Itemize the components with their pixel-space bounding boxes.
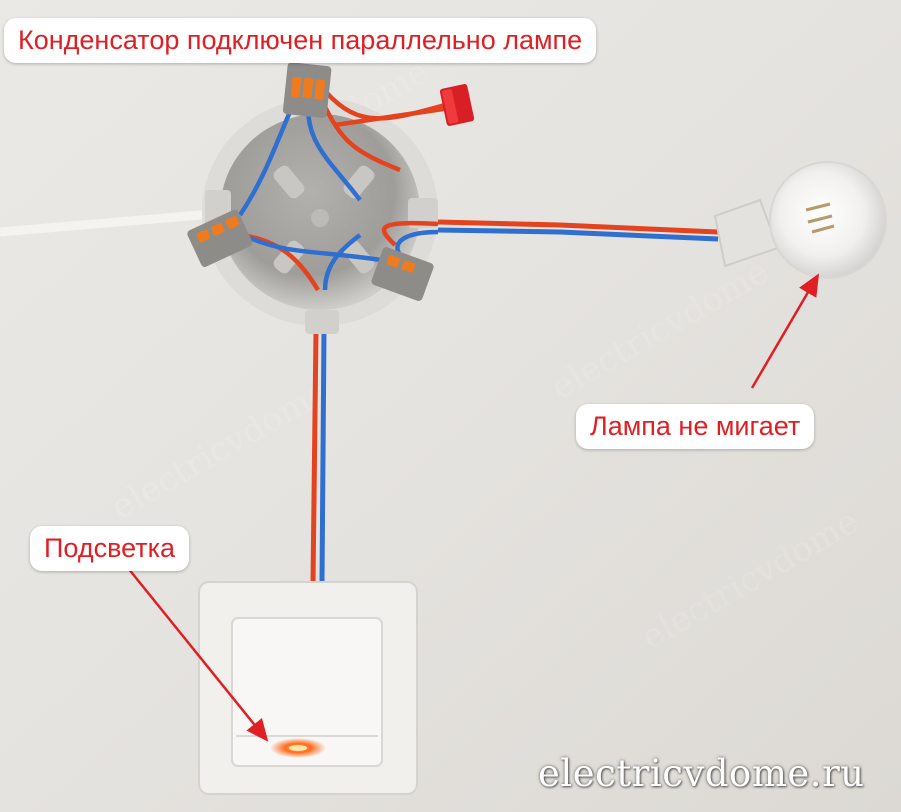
cable-left: [0, 209, 213, 237]
light-switch: [198, 581, 418, 795]
capacitor-annotation: Конденсатор подключен параллельно лампе: [4, 18, 597, 63]
capacitor: [439, 84, 475, 126]
wago-connectors: [187, 62, 434, 301]
arrow-to-backlight: [127, 567, 269, 742]
arrow-to-lamp: [750, 273, 820, 389]
wires-to-lamp: [437, 219, 719, 242]
box-internal-wires: [238, 88, 451, 292]
backlight-annotation: Подсветка: [30, 526, 190, 571]
site-watermark: electricvdome.ru: [538, 752, 865, 795]
lamp: [713, 161, 887, 279]
wires-to-switch: [310, 329, 327, 583]
lamp-annotation: Лампа не мигает: [576, 404, 815, 449]
